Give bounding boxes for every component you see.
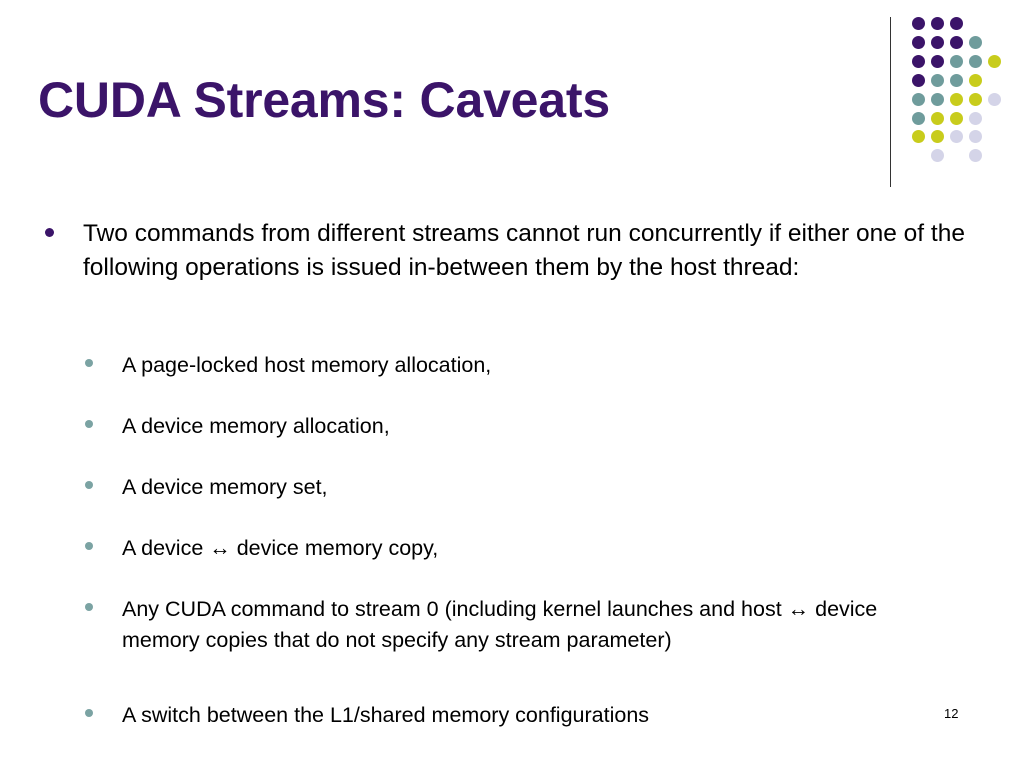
- sub-bullet-text: A device memory allocation,: [122, 414, 390, 438]
- slide-title: CUDA Streams: Caveats: [38, 72, 610, 128]
- dot: [969, 36, 982, 49]
- bullet-dot-icon: [85, 359, 93, 367]
- page-number: 12: [944, 706, 959, 721]
- dot: [912, 36, 925, 49]
- dot: [950, 74, 963, 87]
- dot: [931, 55, 944, 68]
- sub-bullet-text: Any CUDA command to stream 0 (including …: [122, 597, 878, 652]
- dot: [950, 112, 963, 125]
- dot: [950, 93, 963, 106]
- decorative-dot-grid: [0, 0, 1024, 200]
- dot: [969, 93, 982, 106]
- dot: [931, 112, 944, 125]
- bullet-dot-icon: [85, 481, 93, 489]
- main-bullet-text: Two commands from different streams cann…: [83, 220, 965, 281]
- dot: [969, 55, 982, 68]
- bullet-dot-icon: [85, 603, 93, 611]
- title-divider: [890, 17, 891, 187]
- dot: [912, 130, 925, 143]
- sub-bullet-text: A device ↔ device memory copy,: [122, 536, 439, 560]
- dot: [988, 93, 1001, 106]
- dot: [969, 112, 982, 125]
- dot: [912, 74, 925, 87]
- dot: [931, 130, 944, 143]
- dot: [969, 74, 982, 87]
- dot: [931, 93, 944, 106]
- sub-bullet-text: A device memory set,: [122, 475, 328, 499]
- sub-bullet-text: A switch between the L1/shared memory co…: [122, 703, 650, 727]
- dot: [931, 149, 944, 162]
- dot: [931, 36, 944, 49]
- dot: [969, 130, 982, 143]
- dot: [912, 17, 925, 30]
- dot: [931, 17, 944, 30]
- bullet-dot-icon: [85, 709, 93, 717]
- dot: [912, 55, 925, 68]
- dot: [931, 74, 944, 87]
- dot: [988, 55, 1001, 68]
- dot: [950, 36, 963, 49]
- dot: [950, 130, 963, 143]
- dot: [912, 112, 925, 125]
- bullet-dot-icon: [85, 542, 93, 550]
- dot: [950, 55, 963, 68]
- dot: [969, 149, 982, 162]
- dot: [912, 93, 925, 106]
- bullet-dot-icon: [45, 228, 54, 237]
- dot: [950, 17, 963, 30]
- bullet-dot-icon: [85, 420, 93, 428]
- sub-bullet-text: A page-locked host memory allocation,: [122, 353, 492, 377]
